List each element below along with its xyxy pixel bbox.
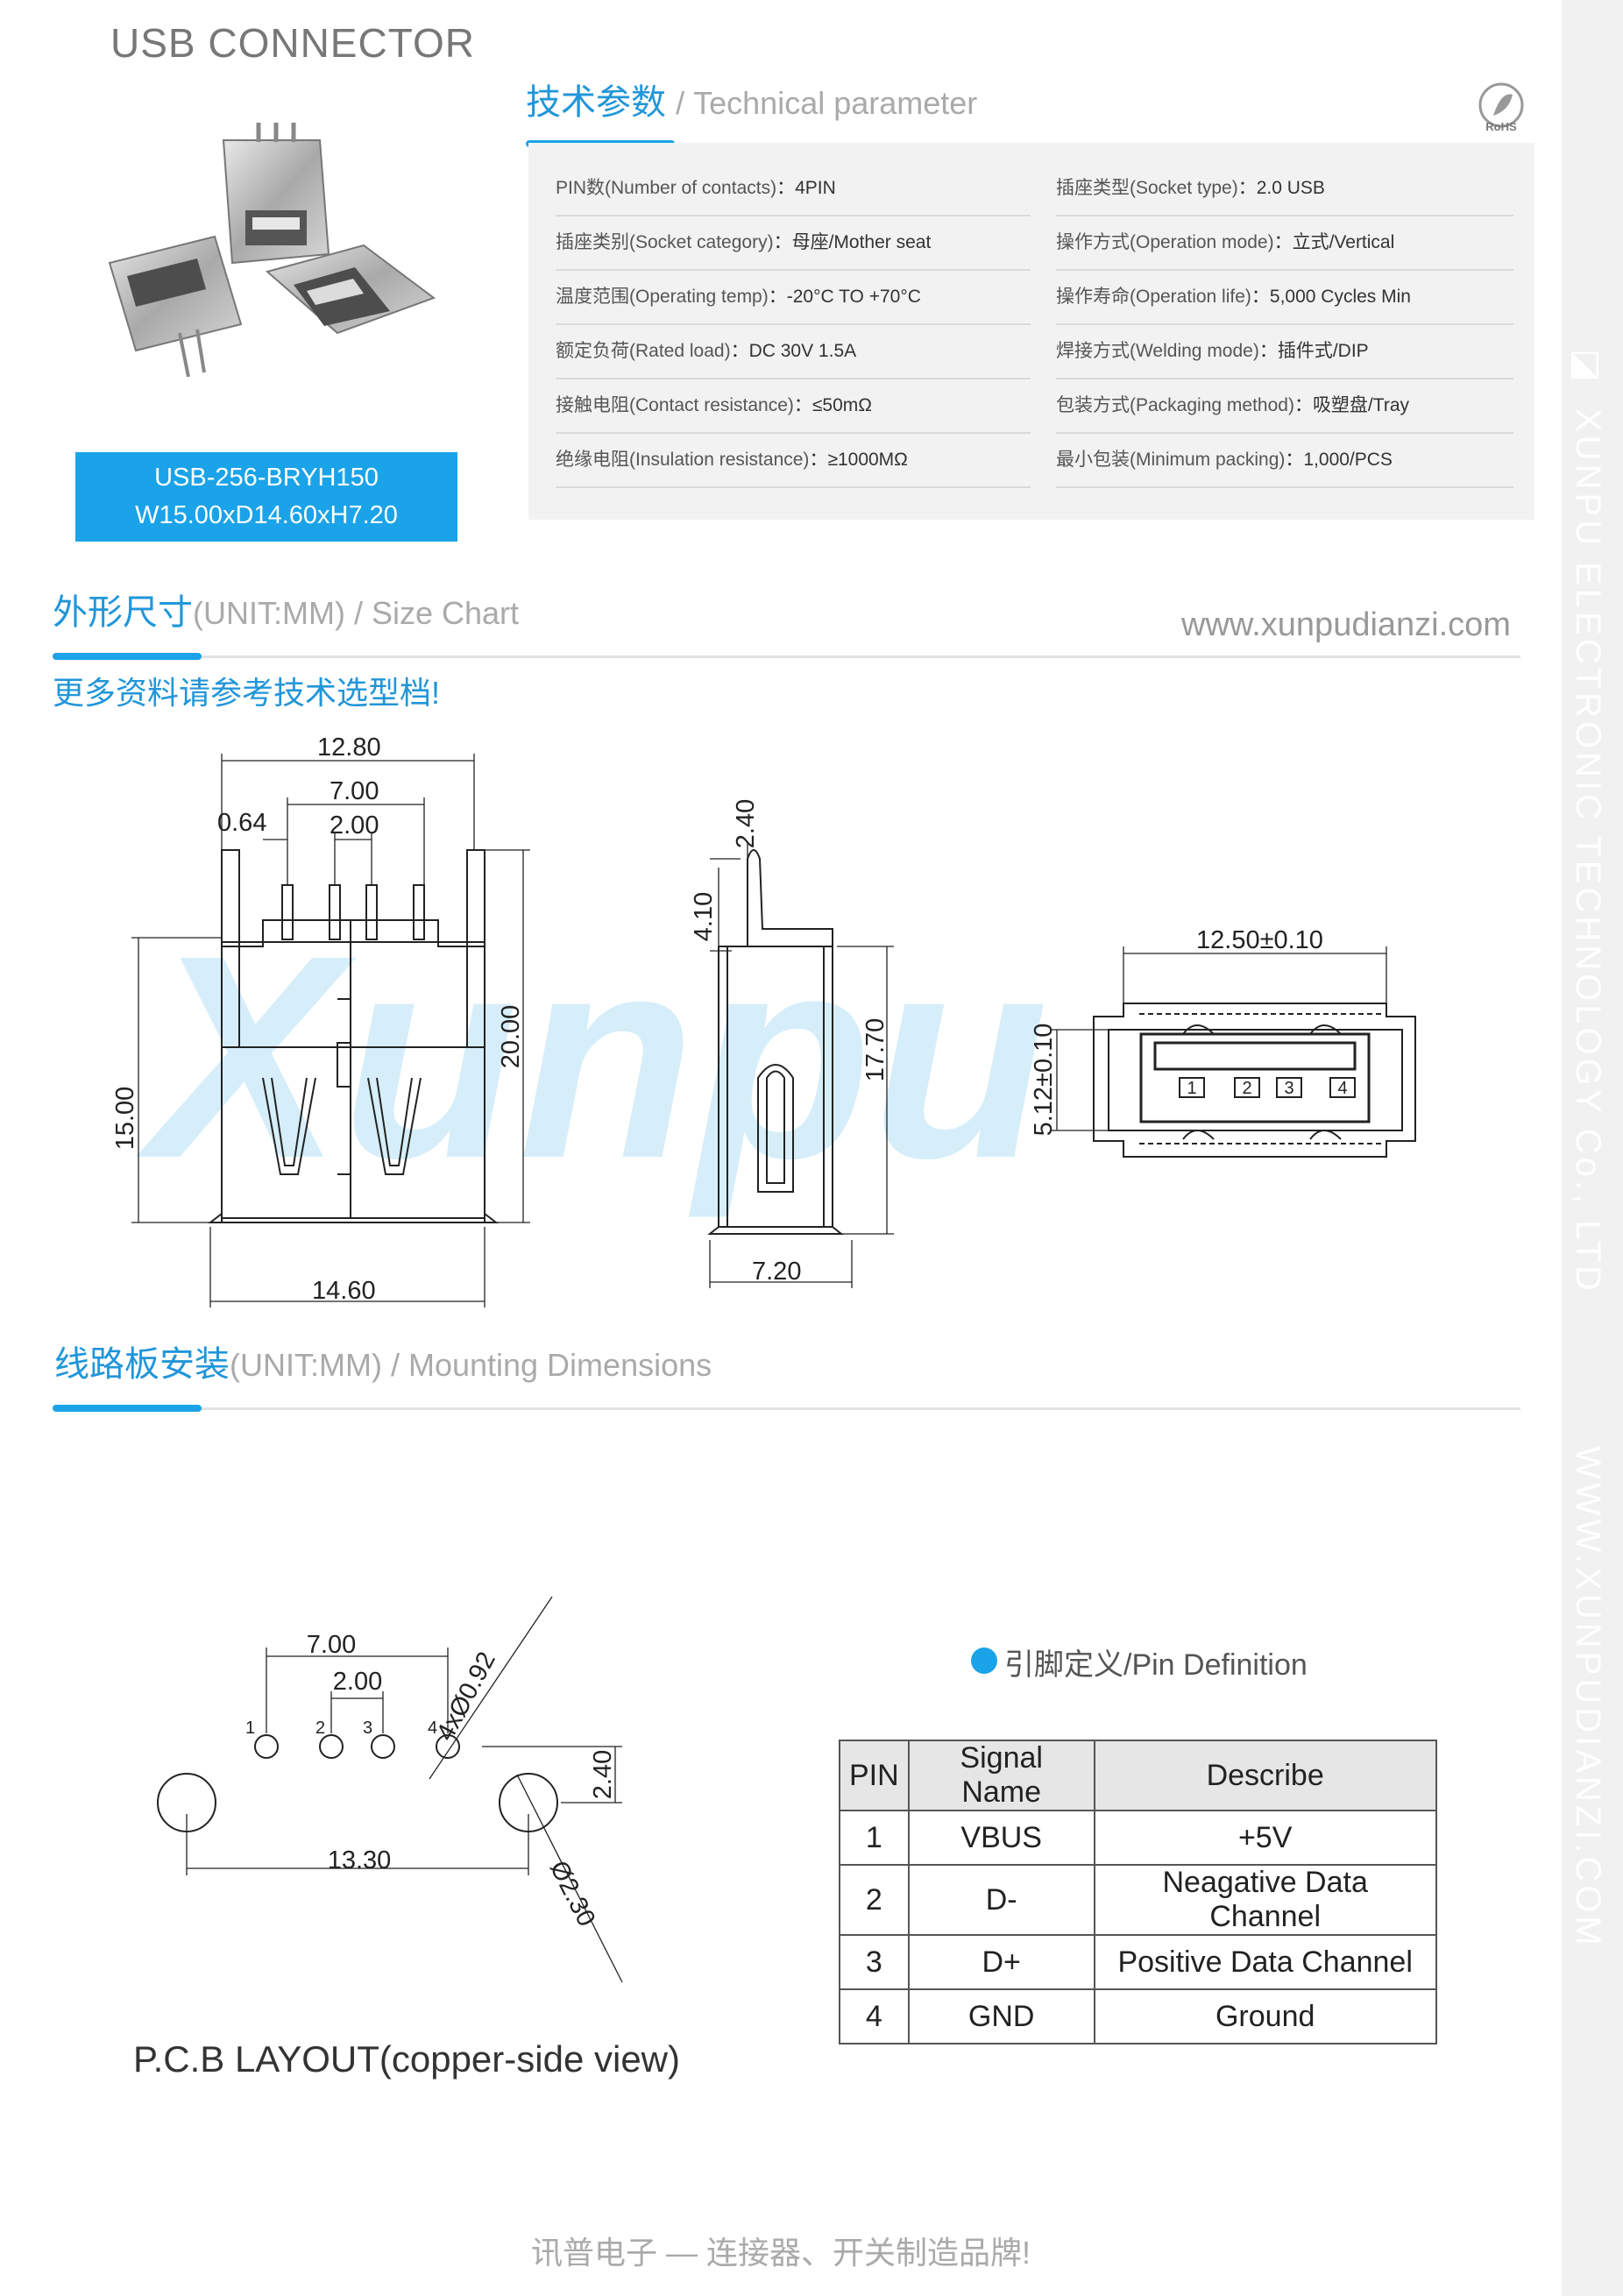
dim-end-height: 5.12±0.10: [1030, 1024, 1058, 1137]
size-title-accent: [53, 653, 202, 660]
mounting-title-accent: [53, 1405, 202, 1412]
table-cell: 4: [839, 1988, 910, 2044]
col-header: Signal Name: [907, 1740, 1095, 1811]
end-view: [1093, 1003, 1416, 1158]
dim-front-depth: 14.60: [312, 1277, 376, 1305]
dim-front-pin-width: 0.64: [217, 809, 266, 837]
table-row: 2 D- Neagative Data Channel: [839, 1864, 1437, 1936]
pcb-dim-hole: 4xØ0.92: [431, 1648, 501, 1746]
table-cell: 2: [839, 1864, 910, 1936]
spec-row-right: 操作方式(Operation mode)：立式/Vertical: [1056, 216, 1513, 271]
footer-slogan: 讯普电子 — 连接器、开关制造品牌!: [530, 2235, 1031, 2271]
end-pin-label: 4: [1337, 1079, 1347, 1098]
product-photo: [108, 123, 436, 377]
side-view: [707, 849, 844, 1235]
spec-row-right: 插座类型(Socket type)：2.0 USB: [1056, 162, 1513, 216]
end-pin-label: 3: [1284, 1079, 1293, 1098]
size-section-title: 外形尺寸(UNIT:MM) / Size Chart: [53, 584, 519, 634]
rohs-text: RoHS: [1485, 120, 1517, 133]
dim-front-pitch-inner: 2.00: [330, 811, 379, 840]
dim-side-tip: 2.40: [732, 799, 760, 848]
table-row: 4 GND Ground: [839, 1988, 1437, 2044]
mounting-section-title: 线路板安装(UNIT:MM) / Mounting Dimensions: [54, 1336, 712, 1386]
tech-panel: PIN数(Number of contacts)：4PIN 插座类别(Socke…: [528, 143, 1534, 520]
table-cell: Positive Data Channel: [1093, 1934, 1437, 1990]
end-pin-label: 1: [1187, 1079, 1196, 1098]
part-number: USB-256-BRYH150: [154, 464, 379, 492]
dim-side-pin-length: 4.10: [690, 892, 718, 941]
pcb-dim-inner: 2.00: [333, 1668, 382, 1696]
mounting-title-en: (UNIT:MM) / Mounting Dimensions: [230, 1347, 712, 1383]
size-title-en: (UNIT:MM) / Size Chart: [193, 595, 520, 631]
dim-end-width: 12.50±0.10: [1196, 926, 1323, 954]
spec-row-left: 温度范围(Operating temp)：-20°C TO +70°C: [556, 271, 1031, 325]
end-pin-label: 2: [1242, 1079, 1251, 1098]
dim-front-body-height: 15.00: [111, 1087, 139, 1151]
table-row: 1 VBUS +5V: [839, 1810, 1437, 1866]
size-title-cn: 外形尺寸: [53, 593, 193, 632]
table-cell: GND: [907, 1988, 1095, 2044]
spec-row-left: 插座类别(Socket category)：母座/Mother seat: [556, 216, 1031, 271]
spec-row-left: 接触电阻(Contact resistance)：≤50mΩ: [556, 379, 1031, 434]
mounting-title-cn: 线路板安装: [54, 1345, 230, 1384]
pcb-dim-offset: 2.40: [589, 1750, 617, 1799]
pcb-dim-outer: 7.00: [307, 1631, 356, 1659]
reference-note: 更多资料请参考技术选型档!: [53, 675, 441, 711]
dim-front-width: 12.80: [317, 733, 381, 762]
bullet-icon: [971, 1648, 997, 1674]
model-box: USB-256-BRYH150 W15.00xD14.60xH7.20: [75, 452, 457, 542]
size-title-rule: [53, 653, 1520, 660]
pin-definition-title: 引脚定义/Pin Definition: [1004, 1648, 1308, 1682]
spec-row-right: 包装方式(Packaging method)：吸塑盘/Tray: [1056, 379, 1513, 434]
side-logo-icon: ◪: [1568, 349, 1606, 386]
table-cell: Ground: [1093, 1988, 1437, 2044]
spec-row-left: 绝缘电阻(Insulation resistance)：≥1000MΩ: [556, 434, 1031, 488]
spec-row-right: 最小包装(Minimum packing)：1,000/PCS: [1056, 434, 1513, 488]
pcb-dim-post: Ø2.30: [544, 1856, 600, 1931]
table-cell: 3: [839, 1934, 910, 1990]
tech-title-en: / Technical parameter: [676, 85, 978, 121]
table-cell: Neagative Data Channel: [1093, 1864, 1437, 1936]
pcb-caption: P.C.B LAYOUT(copper-side view): [133, 2038, 680, 2080]
watermark-text: Xunpu: [136, 895, 1049, 1220]
pcb-layout-drawing: 7.00 2.00 13.30 2.40 4xØ0.92 Ø2.30 1 2 3…: [157, 1596, 623, 1983]
spec-row-left: PIN数(Number of contacts)：4PIN: [556, 162, 1031, 216]
pin-definition-table: PIN Signal Name Describe 1 VBUS +5V 2 D-…: [839, 1740, 1437, 2044]
website-text: www.xunpudianzi.com: [1181, 606, 1511, 643]
spec-row-right: 操作寿命(Operation life)：5,000 Cycles Min: [1056, 271, 1513, 325]
size-drawing: Xunpu 12.80: [111, 733, 1416, 1307]
pcb-pin-label: 1: [245, 1718, 255, 1738]
side-company-text: XUNPU ELECTRONIC TECHNOLOGY Co., LTD: [1569, 408, 1607, 1294]
tech-section-title: 技术参数 / Technical parameter: [526, 74, 977, 124]
pcb-pin-label: 3: [363, 1718, 372, 1738]
dim-side-width: 7.20: [752, 1258, 801, 1286]
rohs-icon: RoHS: [1478, 82, 1524, 133]
page-title: USB CONNECTOR: [110, 20, 475, 66]
dim-side-height: 17.70: [861, 1018, 889, 1082]
spec-row-left: 额定负荷(Rated load)：DC 30V 1.5A: [556, 325, 1031, 379]
spec-row-right: 焊接方式(Welding mode)：插件式/DIP: [1056, 325, 1513, 379]
side-band: ◪ XUNPU ELECTRONIC TECHNOLOGY Co., LTD W…: [1562, 0, 1623, 2296]
part-dimensions: W15.00xD14.60xH7.20: [135, 501, 398, 529]
pcb-dim-span: 13.30: [328, 1846, 392, 1874]
table-cell: D-: [907, 1864, 1095, 1936]
side-website-text: WWW.XUNPUDIANZI.COM: [1569, 1446, 1607, 1949]
table-row: 3 D+ Positive Data Channel: [839, 1934, 1437, 1990]
table-cell: VBUS: [907, 1810, 1095, 1866]
pcb-pin-label: 4: [428, 1718, 437, 1738]
table-cell: +5V: [1093, 1810, 1437, 1866]
table-cell: 1: [839, 1810, 910, 1866]
table-header-row: PIN Signal Name Describe: [839, 1740, 1437, 1811]
col-header: PIN: [839, 1740, 910, 1811]
tech-title-cn: 技术参数: [526, 83, 666, 122]
table-cell: D+: [907, 1934, 1095, 1990]
pcb-pin-label: 2: [315, 1718, 325, 1738]
dim-front-total-height: 20.00: [497, 1005, 525, 1069]
dim-front-pitch-outer: 7.00: [330, 777, 379, 805]
mounting-title-rule: [53, 1405, 1520, 1412]
col-header: Describe: [1093, 1740, 1437, 1811]
